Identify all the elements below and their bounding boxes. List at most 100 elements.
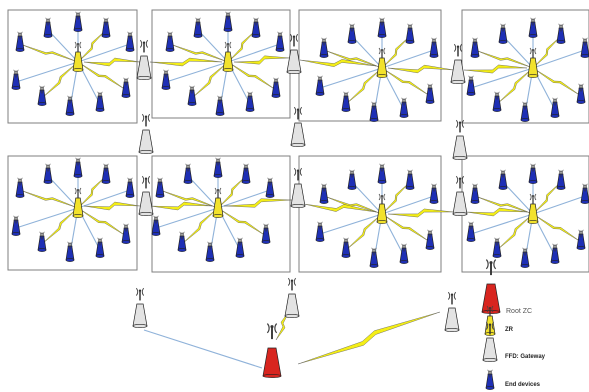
end-device-icon (187, 85, 197, 106)
end-device-icon (73, 157, 83, 178)
end-device-icon (15, 31, 25, 52)
gateway-icon (284, 277, 300, 318)
end-device-icon (275, 31, 285, 52)
end-device-icon (425, 229, 435, 250)
legend-root-icon (481, 258, 501, 314)
router-icon (376, 193, 388, 224)
end-device-icon (341, 237, 351, 258)
gateway-icon (136, 39, 152, 80)
link-line (187, 175, 219, 209)
end-device-icon (492, 91, 502, 112)
link-line (155, 207, 219, 229)
legend: Root ZC ZR FFD: Gateway End devices (505, 308, 546, 388)
legend-gateway-label: FFD: Gateway (505, 354, 546, 360)
gateway-icon (138, 113, 154, 154)
end-device-icon (470, 37, 480, 58)
end-device-icon (341, 91, 351, 112)
lightning-bolt-icon (149, 201, 213, 211)
end-device-icon (125, 177, 135, 198)
lightning-bolt-icon (299, 59, 377, 67)
end-device-icon (315, 75, 325, 96)
gateway-icon (452, 119, 468, 160)
end-device-icon (405, 169, 415, 190)
end-device-icon (213, 157, 223, 178)
end-device-icon (399, 97, 409, 118)
end-device-icon (95, 91, 105, 112)
router-icon (72, 41, 84, 72)
link-line (77, 189, 131, 209)
gateway-icon (452, 175, 468, 216)
end-device-icon (347, 169, 357, 190)
end-device-icon (183, 163, 193, 184)
link-line (319, 213, 383, 235)
link-line (143, 329, 263, 369)
link-line (47, 29, 79, 63)
end-device-icon (37, 85, 47, 106)
cluster-cell (461, 9, 589, 124)
end-device-icon (11, 69, 21, 90)
link-line (15, 207, 79, 229)
end-device-icon (223, 11, 233, 32)
end-device-icon (369, 101, 379, 122)
end-device-icon (271, 77, 281, 98)
end-device-icon (193, 17, 203, 38)
router-icon (376, 47, 388, 78)
router-icon (222, 41, 234, 72)
end-device-icon (235, 237, 245, 258)
end-device-icon (155, 177, 165, 198)
end-device-icon (399, 243, 409, 264)
link-line (227, 43, 281, 63)
end-device-icon (377, 163, 387, 184)
end-device-icon (315, 221, 325, 242)
end-device-icon (121, 77, 131, 98)
end-device-icon (498, 23, 508, 44)
end-device-icon (580, 183, 589, 204)
legend-end-device-icon (485, 369, 495, 390)
end-device-icon (466, 221, 476, 242)
end-device-icon (550, 243, 560, 264)
end-device-icon (241, 163, 251, 184)
end-device-icon (165, 31, 175, 52)
end-device-icon (37, 231, 47, 252)
link-line (502, 35, 534, 69)
router-icon (527, 47, 539, 78)
router-icon (527, 193, 539, 224)
end-device-icon (580, 37, 589, 58)
lightning-bolt-icon (463, 64, 528, 74)
lightning-bolt-icon (297, 311, 441, 365)
end-device-icon (205, 241, 215, 262)
link-line (502, 181, 534, 215)
link-line (197, 29, 229, 63)
end-device-icon (520, 247, 530, 268)
end-device-icon (265, 177, 275, 198)
end-device-icon (121, 223, 131, 244)
end-device-icon (429, 183, 439, 204)
legend-end-device-label: End devices (505, 382, 541, 388)
end-device-icon (369, 247, 379, 268)
end-device-icon (466, 75, 476, 96)
gateway-icon (444, 291, 460, 332)
link-line (470, 213, 534, 235)
end-device-icon (15, 177, 25, 198)
link-line (381, 49, 435, 69)
end-device-icon (65, 95, 75, 116)
end-device-icon (101, 163, 111, 184)
end-device-icon (245, 91, 255, 112)
link-line (15, 61, 79, 83)
link-line (319, 67, 383, 89)
end-device-icon (528, 163, 538, 184)
end-device-icon (125, 31, 135, 52)
end-device-icon (101, 17, 111, 38)
end-device-icon (576, 83, 586, 104)
end-device-icon (11, 215, 21, 236)
end-device-icon (161, 69, 171, 90)
legend-gateway-icon (482, 321, 498, 362)
end-device-icon (215, 95, 225, 116)
end-device-icon (65, 241, 75, 262)
link-line (532, 49, 586, 69)
link-line (470, 67, 534, 89)
lightning-bolt-icon (149, 57, 223, 67)
gateway-icon (286, 33, 302, 74)
end-device-icon (405, 23, 415, 44)
